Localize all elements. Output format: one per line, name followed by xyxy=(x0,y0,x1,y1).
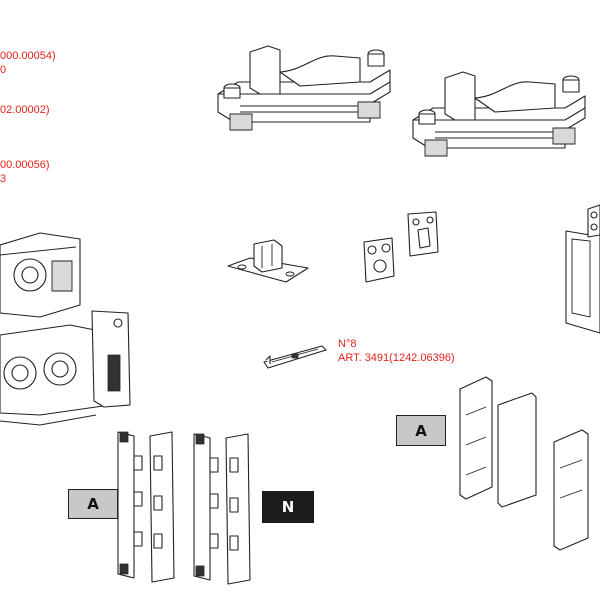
article-label-3-sub: 3 xyxy=(0,173,7,185)
part-8-article: ART. 3491(1242.06396) xyxy=(338,352,455,364)
small-mounting-bracket xyxy=(226,238,310,284)
clip-plate-left xyxy=(360,236,398,286)
end-cap-pair-top xyxy=(456,375,542,510)
clip-plate-right xyxy=(406,210,440,260)
part-8-number: N°8 xyxy=(338,338,357,350)
tag-a-left: A xyxy=(68,489,118,519)
top-bracket-left xyxy=(210,42,400,137)
clip-strip-pair-left xyxy=(110,428,180,583)
article-label-2: 02.00002) xyxy=(0,104,50,116)
article-label-1: 000.00054) xyxy=(0,50,56,62)
article-label-1-sub: 0 xyxy=(0,64,7,76)
side-frame-right xyxy=(560,205,600,335)
end-cap-pair-bottom xyxy=(548,428,600,553)
article-label-3: 00.00056) xyxy=(0,159,50,171)
tag-a-right: A xyxy=(396,415,446,446)
top-bracket-right xyxy=(405,68,595,163)
roller-carriage-assembly xyxy=(0,225,140,435)
part-8-rail xyxy=(262,340,328,370)
clip-strip-pair-center xyxy=(186,430,256,585)
tag-n: N xyxy=(262,491,314,523)
